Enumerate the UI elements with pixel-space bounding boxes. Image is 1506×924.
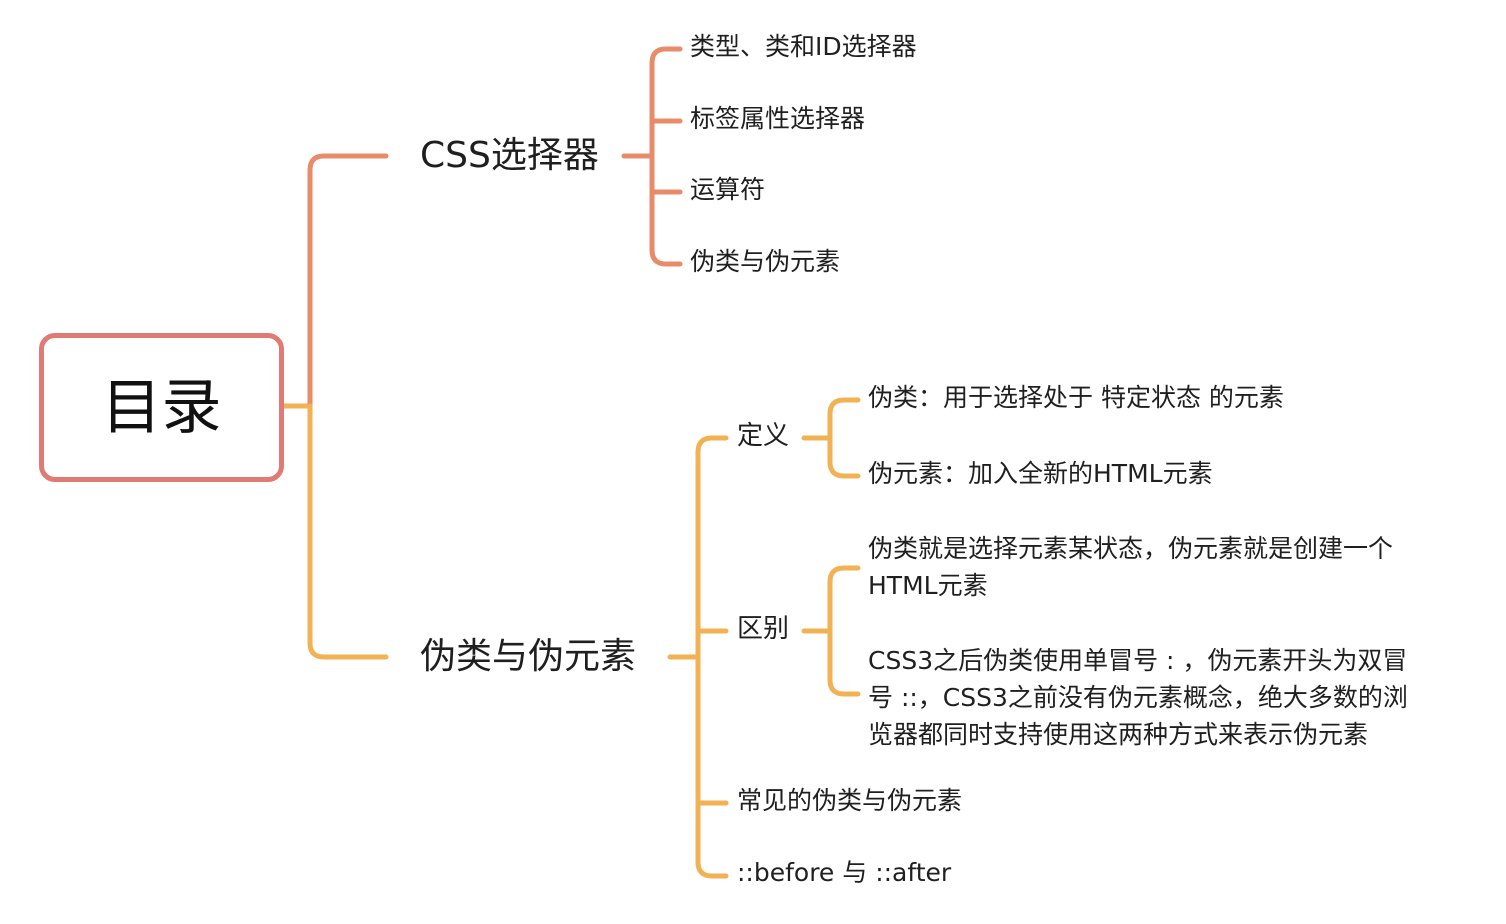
leaf-difference-summary[interactable]: 伪类就是选择元素某状态，伪元素就是创建一个 HTML元素 xyxy=(868,534,1394,600)
leaf-attribute-selectors[interactable]: 标签属性选择器 xyxy=(690,104,866,133)
node-before-after[interactable]: ::before 与 ::after xyxy=(737,858,952,887)
node-difference[interactable]: 区别 xyxy=(737,614,790,644)
leaf-type-class-id-selectors[interactable]: 类型、类和ID选择器 xyxy=(690,32,917,61)
node-definition[interactable]: 定义 xyxy=(737,421,790,451)
node-common-pseudo[interactable]: 常见的伪类与伪元素 xyxy=(737,786,963,815)
connector-css-spine xyxy=(649,46,683,267)
connector-spine-css xyxy=(307,153,389,409)
branch-css-selectors[interactable]: CSS选择器 xyxy=(420,135,599,176)
leaf-pseudo-element-definition[interactable]: 伪元素：加入全新的HTML元素 xyxy=(868,459,1213,488)
leaf-pseudo-classes-elements[interactable]: 伪类与伪元素 xyxy=(690,247,841,276)
connector-dingyi-spine xyxy=(827,397,861,479)
connector-spine-pseudo xyxy=(307,403,389,660)
root-node[interactable]: 目录 xyxy=(39,333,284,482)
branch-pseudo-classes[interactable]: 伪类与伪元素 xyxy=(420,636,637,677)
root-node-label: 目录 xyxy=(101,372,222,443)
connector-pseudo-spine xyxy=(695,435,729,879)
leaf-colon-syntax-note[interactable]: CSS3之后伪类使用单冒号 : ，伪元素开头为双冒 号 ::，CSS3之前没有伪… xyxy=(868,646,1408,749)
leaf-pseudo-class-definition[interactable]: 伪类：用于选择处于 特定状态 的元素 xyxy=(868,383,1284,412)
connector-qubie-spine xyxy=(827,565,861,697)
leaf-operators[interactable]: 运算符 xyxy=(690,175,766,204)
